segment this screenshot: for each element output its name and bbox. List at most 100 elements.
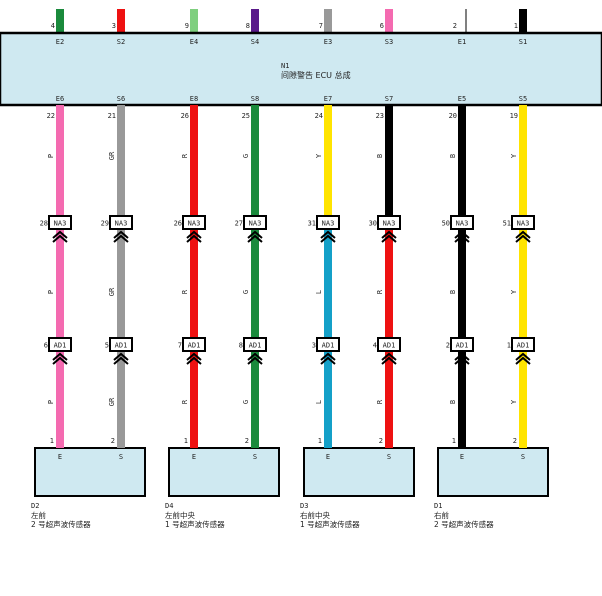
connector-chevron (515, 230, 531, 239)
ecu-pin-name: E8 (190, 95, 198, 103)
na3-connector (109, 215, 133, 230)
sensor-terminal-label: S (119, 453, 123, 461)
wire-segment-middle (190, 230, 198, 338)
top-pin-number: 1 (514, 22, 518, 30)
sensor-name: 1 号超声波传感器 (300, 519, 360, 529)
wire-color-code: B (449, 400, 457, 404)
sensor-box (437, 447, 549, 497)
wire-segment-upper (56, 105, 64, 217)
top-wire-s4 (251, 9, 259, 33)
na3-label: NA3 (517, 220, 530, 228)
ad1-pin-number: 2 (446, 342, 450, 350)
ad1-label: AD1 (517, 342, 530, 350)
top-pin-name: S1 (519, 38, 527, 46)
ecu-box[interactable] (0, 31, 602, 107)
sensor-name: 1 号超声波传感器 (165, 519, 225, 529)
wire-segment-lower (458, 352, 466, 448)
wire-segment-upper (190, 105, 198, 217)
wire-segment-middle (324, 230, 332, 338)
connector-chevron (186, 352, 202, 361)
sensor-pin-number: 2 (245, 437, 249, 445)
top-pin-number: 9 (185, 22, 189, 30)
wire-color-code: R (181, 153, 189, 158)
na3-connector (182, 215, 206, 230)
sensor-pin-number: 1 (318, 437, 322, 445)
wire-segment-lower (385, 352, 393, 448)
na3-pin-number: 28 (40, 220, 48, 228)
connector-chevron (320, 234, 336, 243)
sensor-id: D1 (434, 502, 442, 510)
ad1-pin-number: 3 (312, 342, 316, 350)
ad1-label: AD1 (115, 342, 128, 350)
ad1-connector (48, 337, 72, 352)
wire-color-code: Y (510, 399, 518, 404)
ecu-pin-number: 20 (449, 112, 457, 120)
connector-chevron (52, 352, 68, 361)
connector-chevron (52, 230, 68, 239)
na3-label: NA3 (322, 220, 335, 228)
ad1-connector (377, 337, 401, 352)
connector-chevron (186, 356, 202, 365)
wire-segment-middle (519, 230, 527, 338)
sensor-id: D4 (165, 502, 173, 510)
wire-segment-lower (190, 352, 198, 448)
wire-segment-upper (519, 105, 527, 217)
wire-color-code: Y (510, 153, 518, 158)
ad1-label: AD1 (54, 342, 67, 350)
wire-color-code: P (47, 400, 55, 404)
top-pin-name: E2 (56, 38, 64, 46)
connector-chevron (247, 356, 263, 365)
connector-chevron (515, 234, 531, 243)
connector-chevron (320, 230, 336, 239)
wire-color-code: B (376, 154, 384, 158)
sensor-terminal-label: E (460, 453, 464, 461)
connector-chevron (247, 230, 263, 239)
ecu-pin-number: 23 (376, 112, 384, 120)
ecu-pin-name: S6 (117, 95, 125, 103)
ad1-label: AD1 (456, 342, 469, 350)
ecu-pin-name: E7 (324, 95, 332, 103)
wire-color-code: Y (510, 289, 518, 294)
sensor-id: D2 (31, 502, 39, 510)
ad1-pin-number: 6 (44, 342, 48, 350)
wire-segment-middle (251, 230, 259, 338)
top-pin-number: 3 (112, 22, 116, 30)
ad1-connector (316, 337, 340, 352)
ad1-connector (511, 337, 535, 352)
connector-chevron (113, 234, 129, 243)
top-wire-s3 (385, 9, 393, 33)
ecu-pin-number: 25 (242, 112, 250, 120)
wire-color-code: P (47, 290, 55, 294)
top-wire-e3 (324, 9, 332, 33)
top-pin-number: 7 (319, 22, 323, 30)
na3-pin-number: 27 (235, 220, 243, 228)
ad1-label: AD1 (322, 342, 335, 350)
ad1-label: AD1 (249, 342, 262, 350)
top-wire-e2 (56, 9, 64, 33)
wire-segment-middle (385, 230, 393, 338)
connector-chevron (320, 352, 336, 361)
top-wire-e4 (190, 9, 198, 33)
na3-label: NA3 (54, 220, 67, 228)
connector-chevron (454, 230, 470, 239)
ad1-connector (243, 337, 267, 352)
ecu-top-wires (56, 9, 527, 33)
connector-chevron (515, 356, 531, 365)
wire-color-code: R (376, 289, 384, 294)
na3-label: NA3 (188, 220, 201, 228)
ad1-connector (450, 337, 474, 352)
na3-pin-number: 29 (101, 220, 109, 228)
sensor-terminal-label: E (326, 453, 330, 461)
connector-chevron (381, 234, 397, 243)
wire-color-code: R (376, 399, 384, 404)
top-wire-s2 (117, 9, 125, 33)
wire-segment-lower (117, 352, 125, 448)
wire-segment-lower (251, 352, 259, 448)
na3-connector (243, 215, 267, 230)
sensor-terminal-label: S (253, 453, 257, 461)
ecu-pin-number: 24 (315, 112, 323, 120)
